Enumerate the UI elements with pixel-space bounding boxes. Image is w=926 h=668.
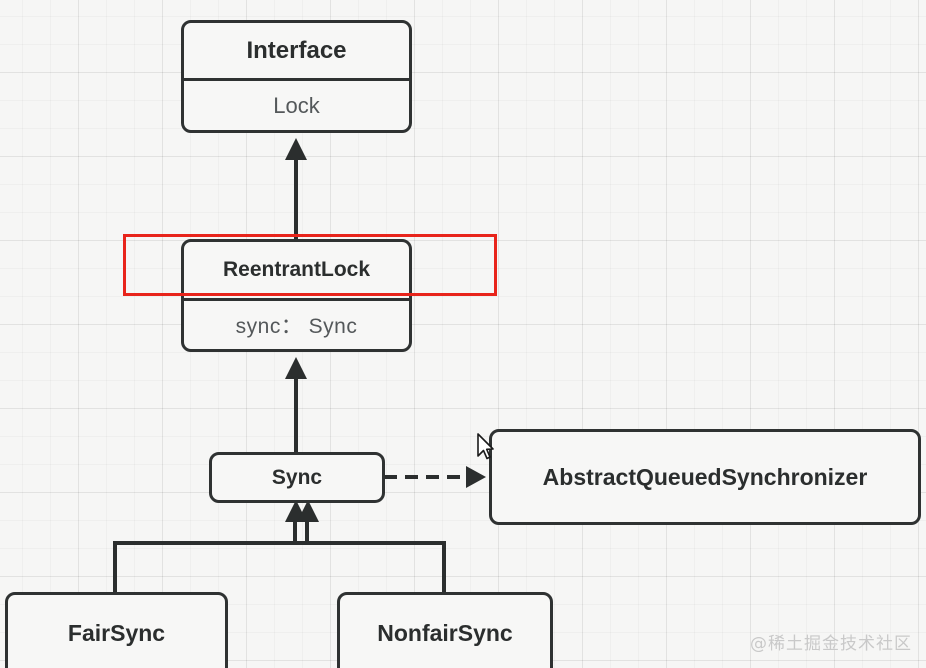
edge-dashed-line — [384, 475, 468, 479]
watermark-text: @稀土掘金技术社区 — [750, 634, 912, 654]
class-node-title: Sync — [271, 465, 323, 489]
arrowhead-up-icon — [297, 500, 319, 522]
arrowhead-up-icon — [285, 138, 307, 160]
edge-line-fairsync — [113, 541, 117, 594]
class-node-title: AbstractQueuedSynchronizer — [542, 463, 868, 490]
edge-line — [294, 160, 298, 240]
class-node-sync[interactable]: Sync — [209, 452, 385, 503]
mouse-pointer-icon — [477, 433, 494, 460]
edge-line-stem-left — [293, 518, 297, 543]
class-node-title: NonfairSync — [377, 619, 513, 646]
edge-line-stem-right — [305, 518, 309, 543]
class-node-abstractqueuedsynchronizer[interactable]: AbstractQueuedSynchronizer — [489, 429, 921, 525]
arrowhead-up-icon — [285, 357, 307, 379]
arrowhead-right-icon — [466, 466, 486, 488]
annotation-highlight-rectangle — [123, 234, 497, 296]
edge-line-nonfairsync — [442, 541, 446, 594]
class-node-attribute: sync： Sync — [184, 298, 409, 349]
edge-line — [294, 379, 298, 454]
edge-line-horizontal — [113, 541, 446, 545]
class-node-nonfairsync[interactable]: NonfairSync — [337, 592, 553, 668]
class-node-fairsync[interactable]: FairSync — [5, 592, 228, 668]
class-node-title: Interface — [246, 36, 347, 64]
class-node-title: FairSync — [67, 619, 166, 646]
class-node-attribute: Lock — [184, 78, 409, 130]
class-node-title: ReentrantLock — [222, 258, 371, 281]
class-node-interface[interactable]: Interface Lock — [181, 20, 412, 133]
